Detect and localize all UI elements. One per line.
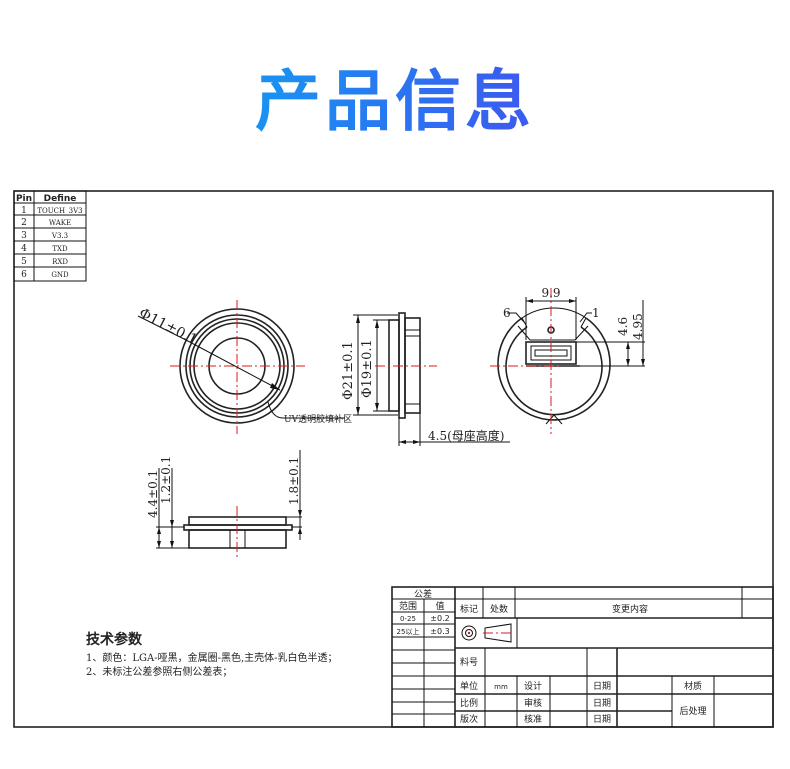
total-height-label: 4.4±0.1	[146, 470, 160, 518]
count-label: 处数	[490, 603, 508, 615]
top-height-label: 1.8±0.1	[287, 457, 301, 505]
bottom-view: 4.4±0.1 1.2±0.1 1.8±0.1	[146, 450, 302, 558]
pin-define: V3.3	[51, 232, 68, 240]
pin-table: Pin Define 1 TOUCH_3V3 2 WAKE 3 V3.3 4 T…	[13, 190, 87, 282]
back-view: 9.9 6 1 4.6 4.95	[490, 286, 645, 434]
tech-params-heading: 技术参数	[86, 631, 143, 648]
page-title: 产品信息	[0, 62, 790, 142]
approve-label: 核准	[524, 713, 542, 725]
tolerance-header: 公差	[414, 588, 432, 600]
pin-number: 2	[21, 218, 27, 228]
tolerance-value: ±0.2	[430, 614, 449, 623]
tech-param-item: 1、颜色：LGA-哑黑，金属圈-黑色,主壳体-乳白色半透；	[86, 651, 338, 664]
post-process-label: 后处理	[679, 705, 706, 717]
date-label: 日期	[593, 698, 611, 709]
date-label: 日期	[593, 681, 611, 692]
material-label: 材质	[684, 680, 702, 692]
pin1-label: 1	[592, 306, 600, 320]
pin-define: TXD	[52, 245, 68, 253]
pin-header: Pin	[16, 194, 32, 204]
width-label: 9.9	[541, 286, 560, 300]
unit-value: mm	[494, 683, 508, 691]
front-view: Φ11±0.1 UV透明胶填补区	[136, 300, 352, 434]
define-header: Define	[44, 194, 77, 204]
pin-number: 1	[21, 206, 27, 216]
date-label: 日期	[593, 714, 611, 725]
pin-define: RXD	[52, 258, 68, 266]
range-header: 范围	[399, 600, 417, 612]
pin-number: 3	[21, 231, 27, 241]
diameter-label: Φ11±0.1	[136, 305, 200, 348]
value-header: 值	[435, 600, 444, 612]
part-no-label: 料号	[460, 656, 478, 668]
scale-label: 比例	[460, 697, 478, 709]
version-label: 版次	[460, 713, 478, 725]
design-label: 设计	[524, 680, 542, 692]
change-content-label: 变更内容	[612, 603, 648, 615]
title-block: 公差 范围 值 0-25 ±0.2 25以上 ±0.3 标记 处数 变更内容 料…	[391, 586, 774, 728]
tech-param-item: 2、未标注公差参照右侧公差表；	[86, 665, 232, 678]
pin-define: TOUCH_3V3	[37, 207, 82, 215]
pin-define: WAKE	[49, 219, 71, 227]
unit-label: 单位	[460, 680, 478, 692]
pin-number: 4	[21, 244, 27, 254]
flange-label: 1.2±0.1	[159, 456, 173, 504]
pin-number: 6	[21, 270, 27, 280]
pin-define: GND	[51, 271, 69, 279]
range-value: 0-25	[400, 615, 416, 623]
dim-b-label: 4.95	[631, 313, 645, 340]
side-view: Φ21±0.1 Φ19±0.1 4.5(母座高度)	[341, 312, 510, 446]
range-value: 25以上	[397, 627, 420, 636]
mark-label: 标记	[460, 603, 478, 615]
outer-diameter-label: Φ21±0.1	[341, 341, 356, 400]
inner-diameter-label: Φ19±0.1	[360, 339, 375, 398]
height-label: 4.5(母座高度)	[428, 428, 504, 443]
review-label: 审核	[524, 697, 542, 709]
uv-glue-callout: UV透明胶填补区	[284, 413, 352, 425]
dim-a-label: 4.6	[616, 317, 630, 336]
tolerance-value: ±0.3	[430, 627, 449, 636]
pin6-label: 6	[503, 306, 511, 320]
tech-params: 技术参数 1、颜色：LGA-哑黑，金属圈-黑色,主壳体-乳白色半透； 2、未标注…	[86, 631, 338, 678]
pin-number: 5	[21, 257, 27, 267]
